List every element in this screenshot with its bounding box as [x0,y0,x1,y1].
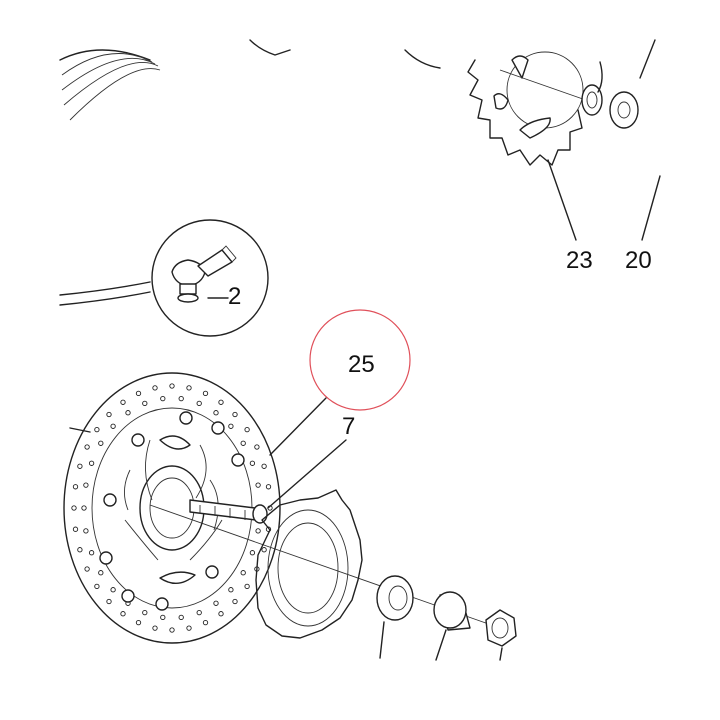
drill-hole [81,505,87,511]
leader-nut [499,647,503,661]
drill-hole [135,390,142,397]
callout-7: 7 [342,413,355,440]
callout-23: 23 [566,247,593,274]
drill-hole [110,587,116,593]
drill-hole [244,426,250,433]
drill-hole [178,395,184,402]
drill-hole [265,484,272,490]
drill-hole [71,505,77,511]
drill-hole [261,463,267,469]
disc-drill-holes [71,383,273,633]
drill-hole [186,385,192,391]
drill-hole [232,598,238,605]
drill-hole [120,611,126,617]
callout-20: 20 [625,247,652,274]
drill-hole [83,528,89,534]
drill-hole [94,583,100,590]
wheel-rim-outline [59,39,441,306]
drill-hole [125,410,131,416]
drill-hole [213,410,219,416]
drill-hole [202,390,209,397]
drill-hole [84,444,90,450]
washer-set [581,61,639,129]
drill-hole [142,609,148,616]
drill-hole [240,570,246,576]
leader-23 [547,159,577,241]
drill-hole [249,460,256,466]
drill-hole [94,426,100,433]
drill-hole [110,423,116,429]
drill-hole [98,570,104,576]
drill-hole [169,627,175,633]
drill-hole [196,609,202,616]
drill-hole [88,460,95,466]
highlight-circle-25 [309,309,411,411]
drill-hole [160,614,166,621]
disc-bolts [99,411,245,611]
drill-hole [255,528,261,534]
drill-hole [228,587,234,593]
drill-hole [84,566,90,572]
drill-hole [135,619,142,626]
drill-hole [152,385,158,391]
callout-2: 2 [228,283,241,310]
callout-25: 25 [348,351,375,378]
drill-hole [202,619,209,626]
drill-hole [152,625,158,631]
drill-hole [255,482,261,488]
drill-hole [228,423,234,429]
drill-hole [186,625,192,631]
valve-detail-inset [151,219,269,337]
drill-hole [72,484,79,490]
drill-hole [196,400,202,407]
drill-hole [77,547,83,553]
drill-hole [106,598,112,605]
leader-20 [641,175,661,241]
drill-hole [106,411,112,418]
leader-bearing [379,621,385,659]
drill-hole [160,395,166,402]
drill-hole [240,440,246,446]
drill-hole [169,383,175,389]
drill-hole [83,482,89,488]
leader-disc [69,427,91,433]
rear-sprocket [467,51,601,166]
drill-hole [120,399,126,405]
abs-tone-ring [255,489,363,639]
drill-hole [249,550,256,556]
leader-20-top [639,39,656,79]
drill-hole [261,547,267,553]
drill-hole [98,440,104,446]
drill-hole [254,444,260,450]
drill-hole [178,614,184,621]
drill-hole [142,400,148,407]
drill-hole [218,611,224,617]
drill-hole [88,550,95,556]
leader-spacer [435,629,447,661]
drill-hole [77,463,83,469]
bearing [376,575,414,621]
drill-hole [72,526,79,532]
drill-hole [218,399,224,405]
axle-nut [485,609,517,647]
spacer-sleeve [433,591,471,631]
leader-7 [267,439,347,509]
leader-25 [269,397,327,456]
disc-bolt-part-7 [189,499,268,524]
drill-hole [244,583,250,590]
drill-hole [213,600,219,606]
drill-hole [232,411,238,418]
